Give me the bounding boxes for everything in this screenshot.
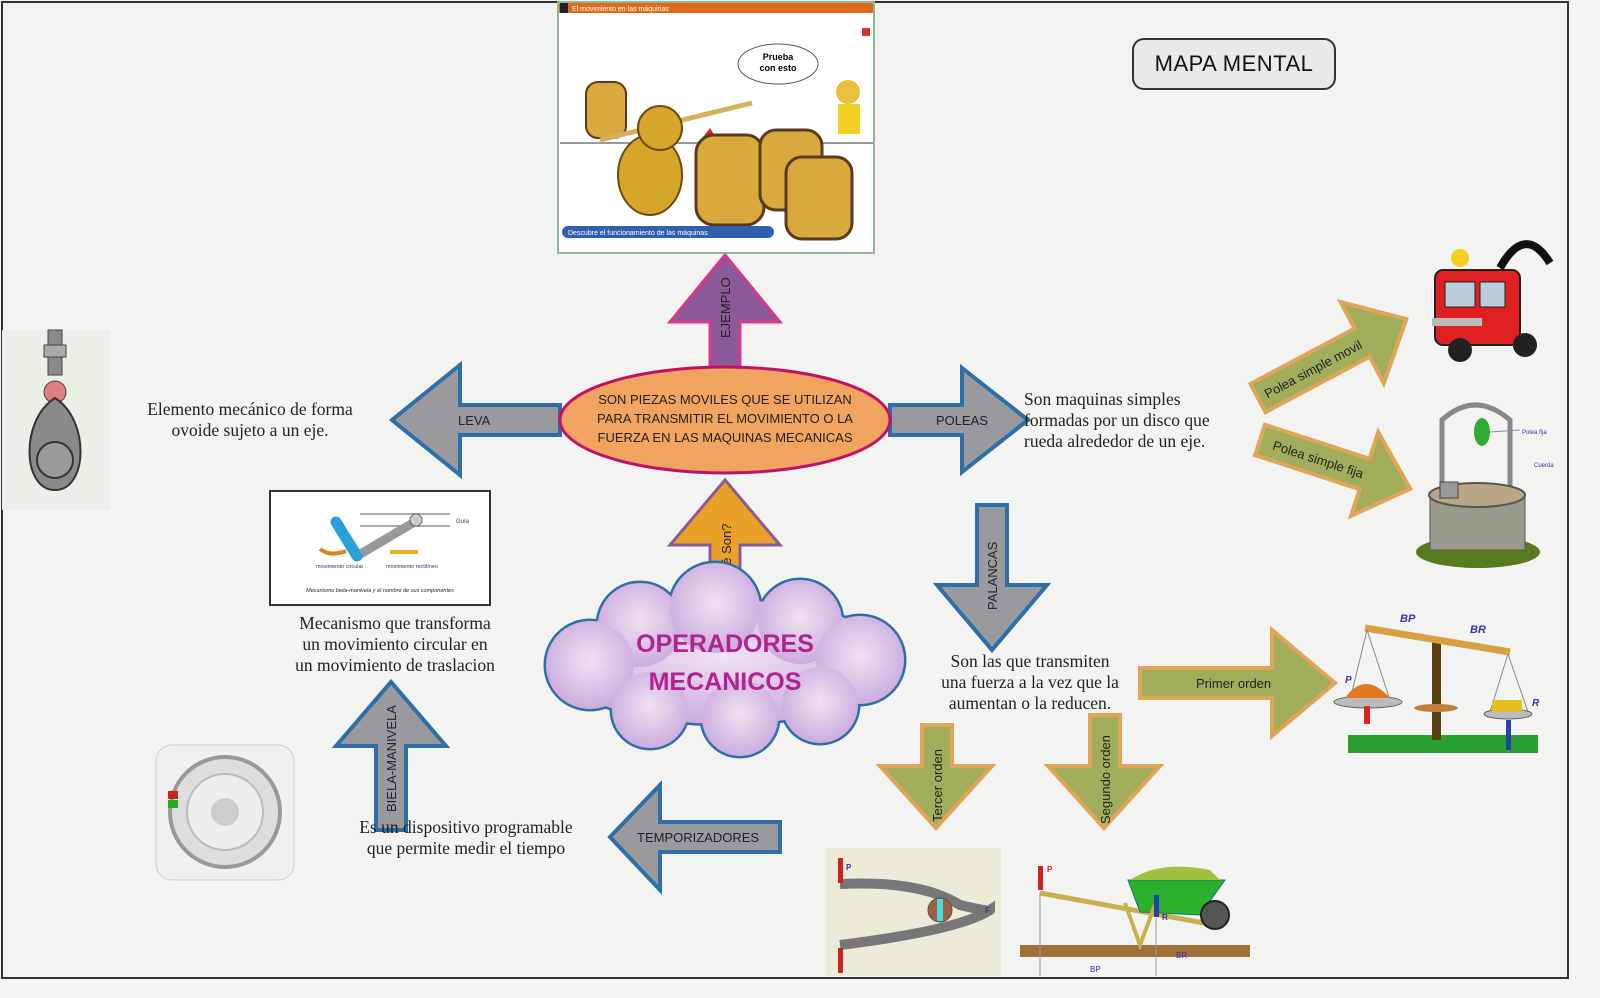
biela-manivela-label: BIELA-MANIVELA [384,705,399,812]
polea-fija-arrow: Polea simple fija [1252,422,1414,520]
svg-text:Polea fija: Polea fija [1522,430,1547,436]
wheelbarrow-image: P R BR BP [1020,865,1250,976]
tercer-orden-arrow: Tercer orden [875,723,997,831]
svg-text:F: F [985,906,990,915]
svg-text:Prueba: Prueba [763,52,795,62]
svg-text:Descubre el funcionamiento de: Descubre el funcionamiento de las máquin… [568,230,708,237]
svg-text:FUERZA EN LAS MAQUINAS MECANIC: FUERZA EN LAS MAQUINAS MECANICAS [598,430,853,445]
ejemplo-arrow: EJEMPLO [666,252,784,370]
palancas-description: Son las que transmiten una fuerza a la v… [941,651,1119,713]
leva-label: LEVA [458,413,491,428]
temporizadores-arrow: TEMPORIZADORES [607,780,782,896]
svg-text:movimiento rectilíneo: movimiento rectilíneo [386,564,438,570]
svg-text:P: P [846,863,852,872]
leva-description: Elemento mecánico de forma ovoide sujeto… [147,399,353,440]
segundo-orden-arrow: Segundo orden [1043,713,1165,831]
svg-text:El movimiento en las máquinas: El movimiento en las máquinas [572,6,669,13]
biela-manivela-arrow: BIELA-MANIVELA [331,678,451,832]
palancas-arrow: PALANCAS [932,503,1052,654]
svg-text:BR: BR [1470,624,1486,636]
svg-text:movimiento circular: movimiento circular [316,564,364,570]
tercer-orden-label: Tercer orden [930,749,945,822]
svg-text:con esto: con esto [759,63,797,73]
svg-text:BP: BP [1400,613,1416,625]
biela-description: Mecanismo que transforma un movimiento c… [295,613,495,675]
poleas-arrow: POLEAS [888,363,1032,477]
svg-text:P: P [1047,865,1053,874]
svg-text:R: R [1162,913,1168,922]
primer-orden-label: Primer orden [1196,676,1271,691]
well-image: Polea fija Cuerda [1416,402,1554,568]
center-title-line2: MECANICOS [649,668,802,696]
center-cloud: OPERADORES MECANICOS [543,560,907,759]
biela-manivela-image: Guía movimiento circular movimiento rect… [269,490,491,606]
tow-truck-image [1432,240,1554,362]
ejemplo-label: EJEMPLO [718,277,733,338]
timer-image [155,744,295,881]
poleas-description: Son maquinas simples formadas por un dis… [1024,389,1210,451]
leva-arrow: LEVA [388,360,562,480]
mapa-mental-title: MAPA MENTAL [1132,38,1336,90]
svg-text:Cuerda: Cuerda [1534,463,1554,469]
segundo-orden-label: Segundo orden [1098,735,1113,824]
example-image: El movimiento en las máquinas Prueba con… [557,1,875,254]
center-title-line1: OPERADORES [636,630,814,658]
svg-text:Guía: Guía [456,519,470,525]
svg-text:R: R [1532,698,1540,709]
svg-text:PARA TRANSMITIR EL MOVIMIENTO: PARA TRANSMITIR EL MOVIMIENTO O LA [597,411,853,426]
polea-movil-arrow: Polea simple movil [1247,298,1409,415]
definition-ellipse: SON PIEZAS MOVILES QUE SE UTILIZAN PARA … [558,365,892,475]
svg-text:P: P [1345,675,1352,686]
svg-text:Mecanismo biela-manivela y el: Mecanismo biela-manivela y el nombre de … [306,588,454,594]
leva-image [2,329,110,510]
pliers-image: P F [826,848,1001,976]
svg-text:BP: BP [1090,965,1101,974]
poleas-label: POLEAS [936,413,988,428]
svg-text:BR: BR [1176,951,1187,960]
primer-orden-arrow: Primer orden [1138,625,1339,741]
temporizador-description: Es un dispositivo programable que permit… [359,817,573,858]
svg-text:SON PIEZAS MOVILES QUE SE UTIL: SON PIEZAS MOVILES QUE SE UTILIZAN [598,392,852,407]
temporizadores-label: TEMPORIZADORES [637,830,759,845]
balance-image: BP BR P R [1333,613,1540,753]
palancas-label: PALANCAS [985,541,1000,610]
